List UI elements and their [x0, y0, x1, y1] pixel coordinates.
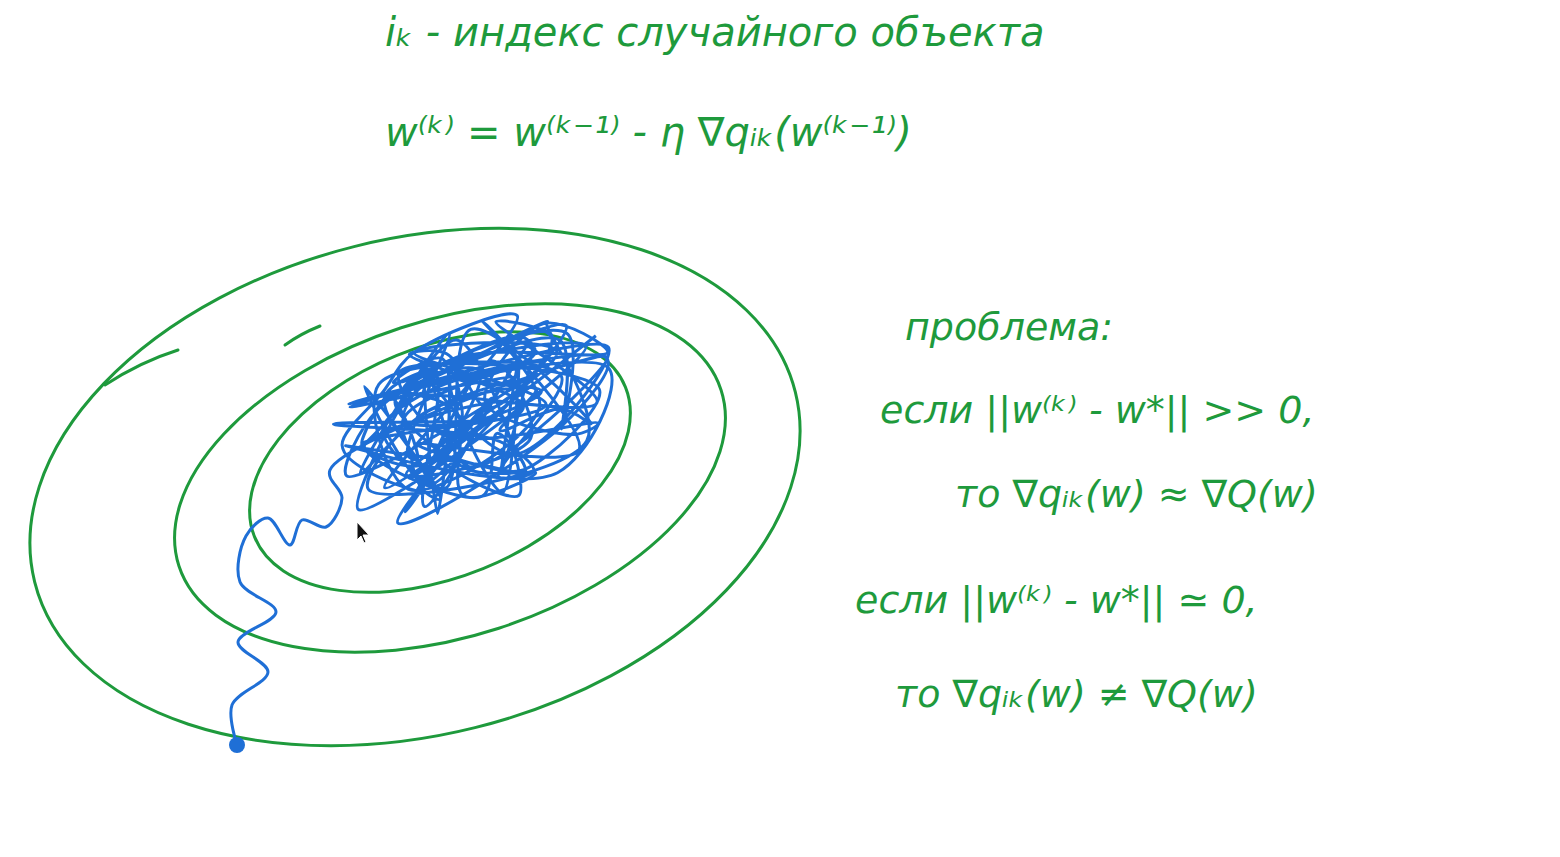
start-point	[229, 737, 245, 753]
note-text: iₖ - индекс случайного объекта	[385, 8, 1044, 56]
update-formula: w⁽ᵏ⁾ = w⁽ᵏ⁻¹⁾ - η ∇qᵢₖ(w⁽ᵏ⁻¹⁾)	[385, 108, 912, 156]
outer-level-line	[0, 152, 855, 823]
consequence-text: то ∇qᵢₖ(w) ≈ ∇Q(w)	[955, 472, 1318, 518]
mouse-cursor	[357, 522, 369, 543]
condition-text: если ||w⁽ᵏ⁾ - w*|| >> 0,	[880, 388, 1315, 434]
consequence-text: то ∇qᵢₖ(w) ≠ ∇Q(w)	[895, 672, 1258, 718]
level-line-stroke	[285, 326, 320, 345]
trajectory-path	[231, 314, 612, 745]
level-line-stroke	[105, 350, 178, 385]
condition-text: если ||w⁽ᵏ⁾ - w*|| ≃ 0,	[855, 578, 1258, 624]
middle-level-line	[130, 240, 770, 717]
problem-heading: проблема:	[905, 305, 1113, 351]
sgd-trajectory	[231, 314, 612, 745]
